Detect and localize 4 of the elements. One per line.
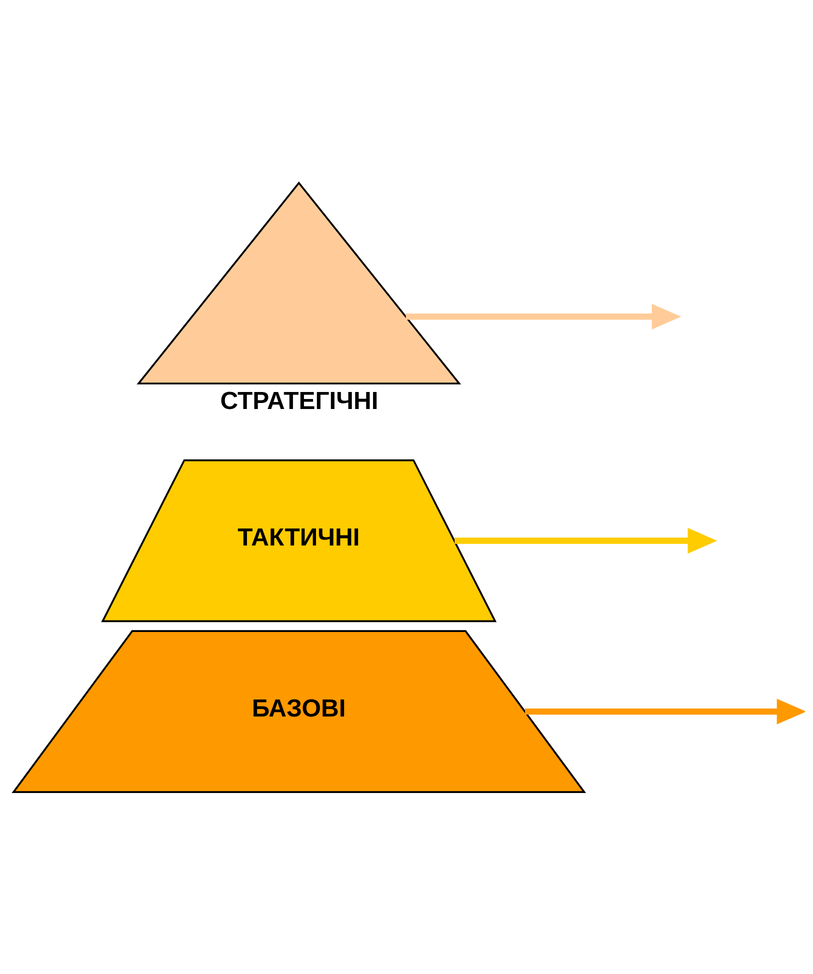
node-label: СТРАТЕГІЧНІ xyxy=(220,387,378,414)
arrow xyxy=(454,527,718,554)
arrow xyxy=(406,303,682,329)
arrow xyxy=(525,698,805,724)
